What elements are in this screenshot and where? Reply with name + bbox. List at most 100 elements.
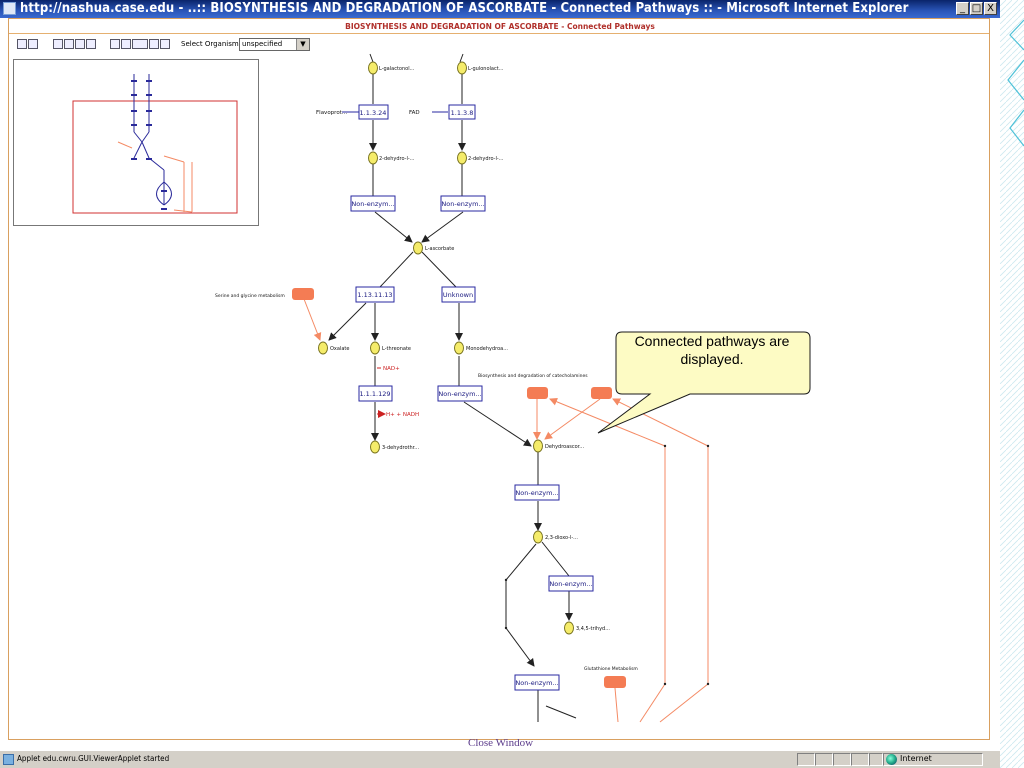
enzyme-non-enzym-3[interactable] — [437, 385, 483, 402]
pin-icon[interactable] — [86, 39, 96, 49]
compound-monodehydroa[interactable] — [454, 341, 464, 355]
status-bar: Applet edu.cwru.GUI.ViewerApplet started… — [0, 750, 1000, 768]
organism-select-value: unspecified — [242, 40, 283, 48]
pathway-nodes — [292, 288, 626, 688]
label-non-enzym-1: Non-enzym... — [351, 200, 394, 208]
layout-icon[interactable] — [160, 39, 170, 49]
label-glutathione: Glutathione Metabolism — [584, 666, 638, 672]
label-nadh: H+ + NADH — [386, 412, 419, 418]
overview-panel[interactable] — [13, 59, 259, 226]
enzyme-1-1-1-129[interactable] — [358, 385, 393, 402]
enzyme-1-1-3-8[interactable] — [448, 104, 476, 120]
window-title: http://nashua.case.edu - ..:: BIOSYNTHES… — [20, 1, 909, 16]
reset-icon[interactable] — [132, 39, 148, 49]
close-button[interactable]: X — [984, 2, 997, 15]
zoom-out-icon[interactable] — [110, 39, 120, 49]
compound-3-4-5-trihyd[interactable] — [564, 621, 574, 635]
status-cell — [815, 753, 833, 766]
organism-select[interactable]: unspecified ▼ — [239, 38, 310, 51]
zoom-box-icon[interactable] — [64, 39, 74, 49]
minimap-nodes — [131, 80, 167, 210]
viewport-rect[interactable] — [72, 100, 238, 214]
overview-minimap — [72, 74, 238, 214]
zoom-fit-icon[interactable] — [121, 39, 131, 49]
pathway-links — [303, 298, 709, 723]
label-3-dehydrothr: 3-dehydrothr... — [382, 445, 419, 451]
label-2-3-dioxo: 2,3-dioxo-l-... — [545, 535, 578, 541]
enzyme-non-enzym-1[interactable] — [350, 195, 396, 212]
label-dehydroascor: Dehydroascor... — [545, 444, 584, 450]
ie-page-icon — [3, 2, 16, 15]
status-cell — [869, 753, 883, 766]
label-oxalate: Oxalate — [330, 346, 349, 352]
label-non-enzym-2: Non-enzym... — [441, 200, 484, 208]
page-status-icon — [3, 754, 14, 765]
label-unknown: Unknown — [443, 291, 473, 299]
compound-l-ascorbate[interactable] — [413, 241, 423, 255]
page-content: BIOSYNTHESIS AND DEGRADATION OF ASCORBAT… — [0, 18, 1000, 750]
enzyme-labels: 1.1.3.24 1.1.3.8 Non-enzym... Non-enzym.… — [351, 109, 592, 687]
cofactor-labels: Flavoprot... FAD NAD+ H+ + NADH — [316, 110, 420, 418]
label-1-1-1-129: 1.1.1.129 — [359, 390, 390, 398]
label-l-galactonol: L-galactonol... — [379, 66, 415, 72]
enzyme-1-13-11-13[interactable] — [355, 286, 395, 303]
enzyme-non-enzym-6[interactable] — [514, 674, 560, 691]
status-cell — [797, 753, 815, 766]
compound-oxalate[interactable] — [318, 341, 328, 355]
compound-l-galactonol[interactable] — [368, 61, 378, 75]
hand-icon[interactable] — [28, 39, 38, 49]
enzyme-non-enzym-4[interactable] — [514, 484, 560, 501]
redox-edges — [377, 367, 386, 418]
compound-2-dehydro-a[interactable] — [368, 151, 378, 165]
close-window-link[interactable]: Close Window — [468, 737, 534, 749]
label-2-dehydro-a: 2-dehydro-l-... — [379, 156, 415, 162]
enzyme-unknown[interactable] — [441, 286, 476, 303]
pathway-diagram: L-galactonol... L-gulonolact... 2-dehydr… — [215, 53, 811, 723]
label-non-enzym-5: Non-enzym... — [549, 580, 592, 588]
label-fad: FAD — [409, 110, 420, 116]
enzyme-non-enzym-5[interactable] — [548, 575, 594, 592]
label-l-threonate: L-threonate — [382, 346, 411, 352]
compound-3-dehydrothr[interactable] — [370, 440, 380, 454]
compound-l-gulonolact[interactable] — [457, 61, 467, 75]
pathway-labels: Serine and glycine metabolism Biosynthes… — [215, 293, 638, 672]
compound-labels: L-galactonol... L-gulonolact... 2-dehydr… — [330, 66, 610, 632]
compound-l-threonate[interactable] — [370, 341, 380, 355]
callout-bubble — [597, 331, 811, 434]
label-1-13-11-13: 1.13.11.13 — [357, 291, 392, 299]
compound-dehydroascor[interactable] — [533, 439, 543, 453]
label-l-ascorbate: L-ascorbate — [425, 246, 454, 252]
enzyme-non-enzym-2[interactable] — [440, 195, 486, 212]
pathway-unnamed[interactable] — [591, 387, 612, 399]
chevron-down-icon[interactable]: ▼ — [296, 39, 309, 50]
pathway-serine-glycine[interactable] — [292, 288, 314, 300]
label-nad: NAD+ — [383, 366, 400, 372]
grid-icon[interactable] — [149, 39, 159, 49]
compound-2-dehydro-b[interactable] — [457, 151, 467, 165]
pathway-glutathione[interactable] — [604, 676, 626, 688]
maximize-button[interactable]: □ — [970, 2, 983, 15]
applet-frame: BIOSYNTHESIS AND DEGRADATION OF ASCORBAT… — [8, 18, 990, 740]
compound-2-3-dioxo[interactable] — [533, 530, 543, 544]
select-organism-label: Select Organism — [181, 40, 239, 48]
pathway-catecholamines[interactable] — [527, 387, 548, 399]
reaction-edges — [328, 53, 577, 722]
zoom-in-icon[interactable] — [53, 39, 63, 49]
enzyme-1-1-3-24[interactable] — [358, 104, 389, 120]
applet-title: BIOSYNTHESIS AND DEGRADATION OF ASCORBAT… — [345, 22, 655, 31]
label-non-enzym-3: Non-enzym... — [438, 390, 481, 398]
pointer-icon[interactable] — [17, 39, 27, 49]
label-monodehydroa: Monodehydroa... — [466, 346, 508, 352]
label-non-enzym-6: Non-enzym... — [515, 679, 558, 687]
label-flavoprot: Flavoprot... — [316, 110, 347, 116]
compound-nodes — [318, 61, 574, 635]
minimize-button[interactable]: _ — [956, 2, 969, 15]
label-l-gulonolact: L-gulonolact... — [468, 66, 504, 72]
callout-text: Connected pathways are displayed. — [634, 333, 790, 367]
label-3-4-5-trihyd: 3,4,5-trihyd... — [576, 626, 610, 632]
label-1-1-3-24: 1.1.3.24 — [360, 109, 387, 117]
browser-window: http://nashua.case.edu - ..:: BIOSYNTHES… — [0, 0, 1000, 768]
slide-decoration — [1000, 0, 1024, 768]
enzyme-nodes — [350, 104, 594, 691]
edit-icon[interactable] — [75, 39, 85, 49]
